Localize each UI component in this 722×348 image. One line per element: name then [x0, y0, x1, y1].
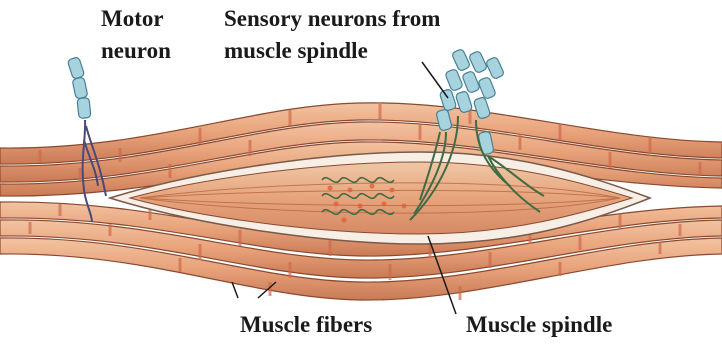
sensory-neurons-label-line1: Sensory neurons from	[224, 6, 440, 32]
motor-neuron-label-line2: neuron	[101, 38, 171, 64]
sensory-neurons-label-line2: muscle spindle	[224, 38, 368, 64]
motor-neuron-label-line1: Motor	[101, 6, 164, 32]
muscle-spindle-label: Muscle spindle	[466, 312, 612, 338]
motor-neuron	[67, 57, 106, 222]
muscle-fibers-label: Muscle fibers	[240, 312, 372, 338]
